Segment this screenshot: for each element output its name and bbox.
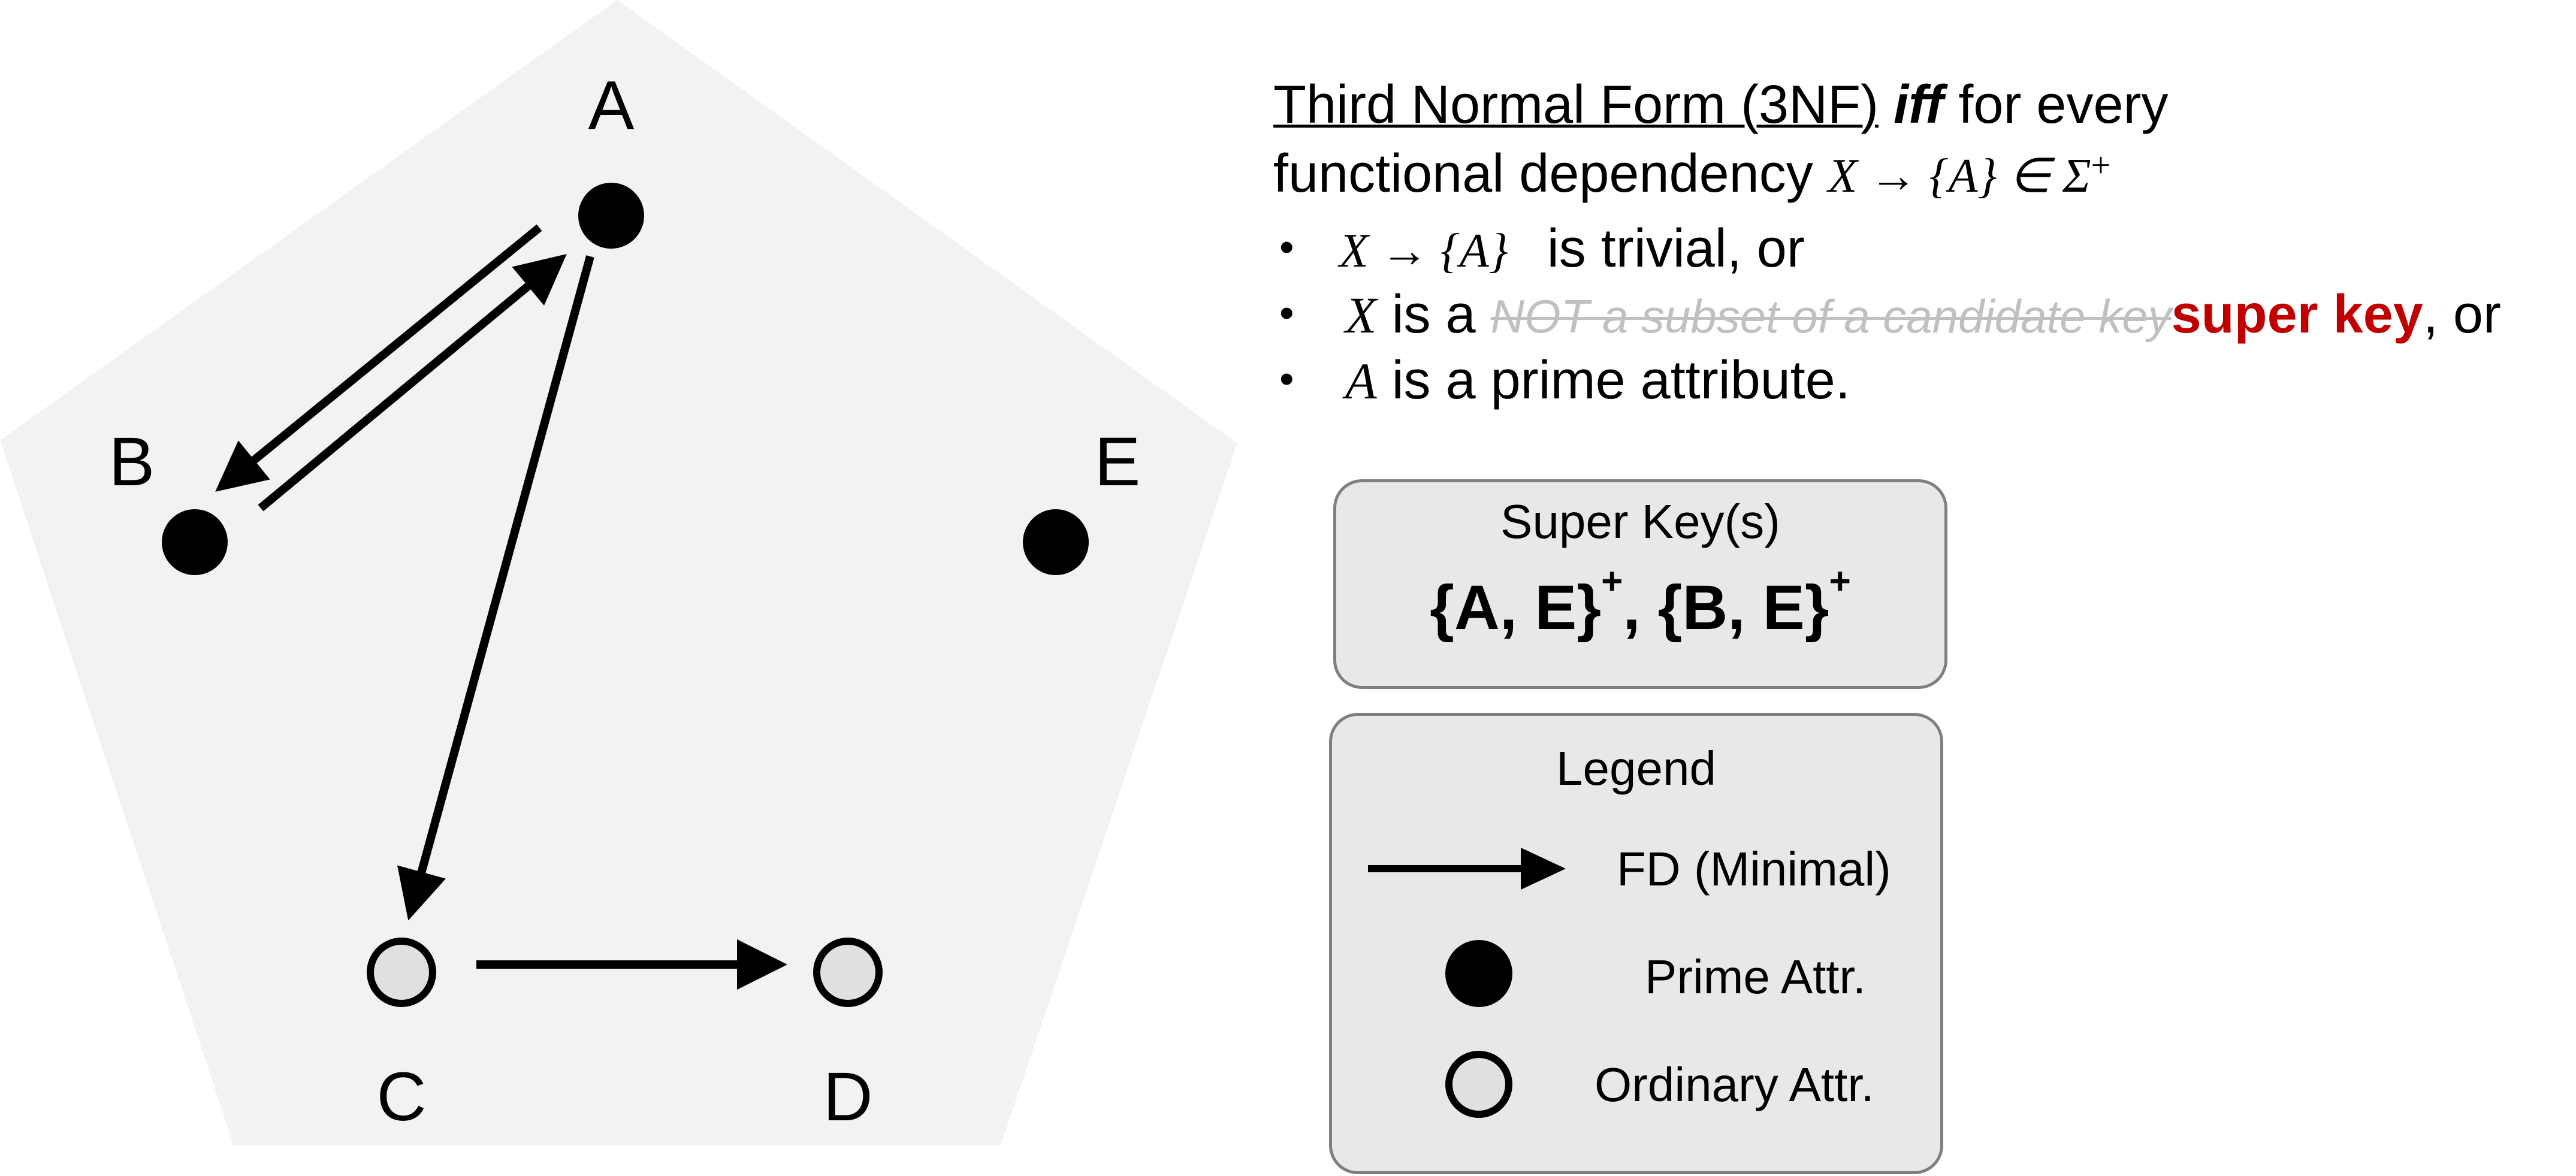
legend-arrow-icon <box>1368 848 1566 890</box>
bullet-2-tail: , or <box>2423 285 2501 344</box>
bullet-2-math: X <box>1345 286 1377 344</box>
struck-text: NOT a subset of a candidate key <box>1490 290 2172 343</box>
node-d-label: D <box>823 1059 872 1135</box>
definition-line-1: Third Normal Form (3NF) iff for every <box>1273 72 2169 138</box>
bullet-2-marker: • <box>1279 289 1294 336</box>
legend-filled-circle-icon <box>1445 940 1512 1007</box>
definition-title: Third Normal Form (3NF) <box>1273 75 1879 135</box>
bullet-3-marker: • <box>1279 355 1294 402</box>
fd-arrow-a-to-b <box>215 224 542 492</box>
for-every-text: for every <box>1943 75 2169 135</box>
bullet-2: X is a NOT a subset of a candidate keysu… <box>1345 282 2501 349</box>
node-e-prime <box>1023 509 1089 575</box>
legend-label-ordinary: Ordinary Attr. <box>1594 1058 1874 1111</box>
legend-box: Legend FD (Minimal) Prime Attr. Ordinary… <box>1329 713 1943 1174</box>
bullet-1: X → {A} is trivial, or <box>1339 216 1805 284</box>
node-c-ordinary <box>367 938 436 1007</box>
superkey-title: Super Key(s) <box>1500 495 1780 548</box>
super-key-highlight: super key <box>2171 285 2423 344</box>
node-d-ordinary <box>813 938 883 1007</box>
superkey-1-sup: + <box>1601 561 1623 602</box>
legend-title: Legend <box>1556 742 1716 795</box>
legend-label-prime: Prime Attr. <box>1645 950 1866 1003</box>
bullet-1-math: X → {A} <box>1339 225 1508 277</box>
superkey-2: {B, E} <box>1657 573 1829 643</box>
node-b-prime <box>162 509 228 575</box>
relation-pentagon <box>0 0 1237 1145</box>
node-a-prime <box>578 183 644 249</box>
bullet-2-text: is a <box>1391 285 1491 344</box>
superkey-sep: , <box>1623 573 1658 643</box>
fd-arrow-b-to-a <box>258 254 567 512</box>
iff-keyword: iff <box>1894 75 1944 135</box>
superkey-2-sup: + <box>1829 561 1851 602</box>
fd-arrow-a-to-c <box>397 255 594 921</box>
bullet-3: A is a prime attribute. <box>1345 347 1850 414</box>
fd-text: functional dependency <box>1273 144 1828 204</box>
superkey-1: {A, E} <box>1430 573 1602 643</box>
bullet-3-text: is a prime attribute. <box>1391 350 1850 410</box>
definition-line-2: functional dependency X → {A} ∈ Σ+ <box>1273 141 2110 209</box>
node-a-label: A <box>588 67 635 144</box>
bullet-3-math: A <box>1345 352 1377 410</box>
fd-math: X → {A} ∈ Σ <box>1828 150 2091 202</box>
node-e-label: E <box>1095 424 1141 500</box>
bullet-1-text: is trivial, or <box>1547 219 1805 279</box>
fd-math-sup: + <box>2091 146 2111 185</box>
node-b-label: B <box>109 424 155 500</box>
legend-open-circle-icon <box>1445 1051 1512 1118</box>
superkey-box: Super Key(s) {A, E}+, {B, E}+ <box>1333 479 1947 689</box>
node-c-label: C <box>376 1059 426 1135</box>
legend-label-fd: FD (Minimal) <box>1617 842 1891 896</box>
superkey-values: {A, E}+, {B, E}+ <box>1336 561 1944 644</box>
bullet-1-marker: • <box>1279 223 1294 270</box>
